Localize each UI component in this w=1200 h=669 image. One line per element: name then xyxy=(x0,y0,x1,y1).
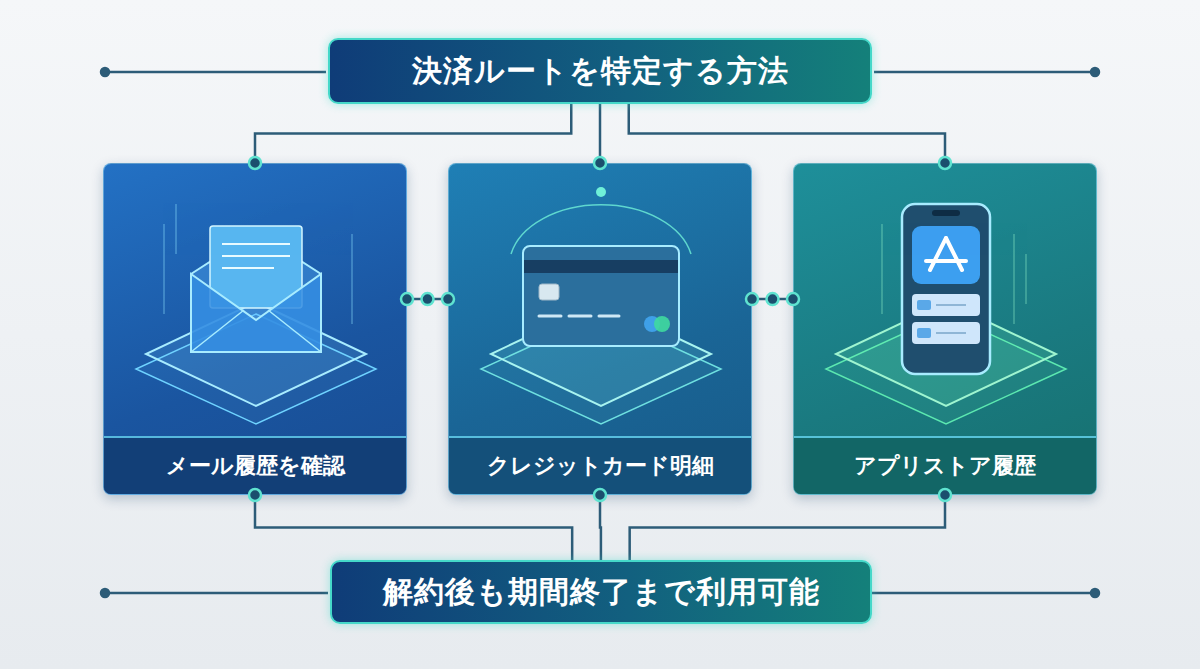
card-label: メール履歴を確認 xyxy=(104,436,406,494)
method-card: アプリストア履歴 xyxy=(793,163,1097,495)
note-band: 解約後も期間終了まで利用可能 xyxy=(330,560,872,624)
connector-line xyxy=(752,298,793,301)
connector-line xyxy=(599,495,602,560)
band-label: 解約後も期間終了まで利用可能 xyxy=(383,572,820,613)
phone-app-icon xyxy=(794,164,1097,440)
card-label: アプリストア履歴 xyxy=(794,436,1096,494)
envelope-icon xyxy=(104,164,407,440)
card-label: クレジットカード明細 xyxy=(449,436,751,494)
method-card: メール履歴を確認 xyxy=(103,163,407,495)
connector-line xyxy=(599,104,602,163)
joint-dot xyxy=(767,293,779,305)
credit-card-icon xyxy=(449,164,752,440)
band-label: 決済ルートを特定する方法 xyxy=(412,51,789,92)
method-card: クレジットカード明細 xyxy=(448,163,752,495)
connector-line xyxy=(630,495,945,560)
connector-line xyxy=(255,495,572,560)
connector-line xyxy=(629,104,945,163)
title-band: 決済ルートを特定する方法 xyxy=(328,38,872,104)
connector-line xyxy=(255,104,571,163)
connector-line xyxy=(407,298,448,301)
joint-dot xyxy=(422,293,434,305)
